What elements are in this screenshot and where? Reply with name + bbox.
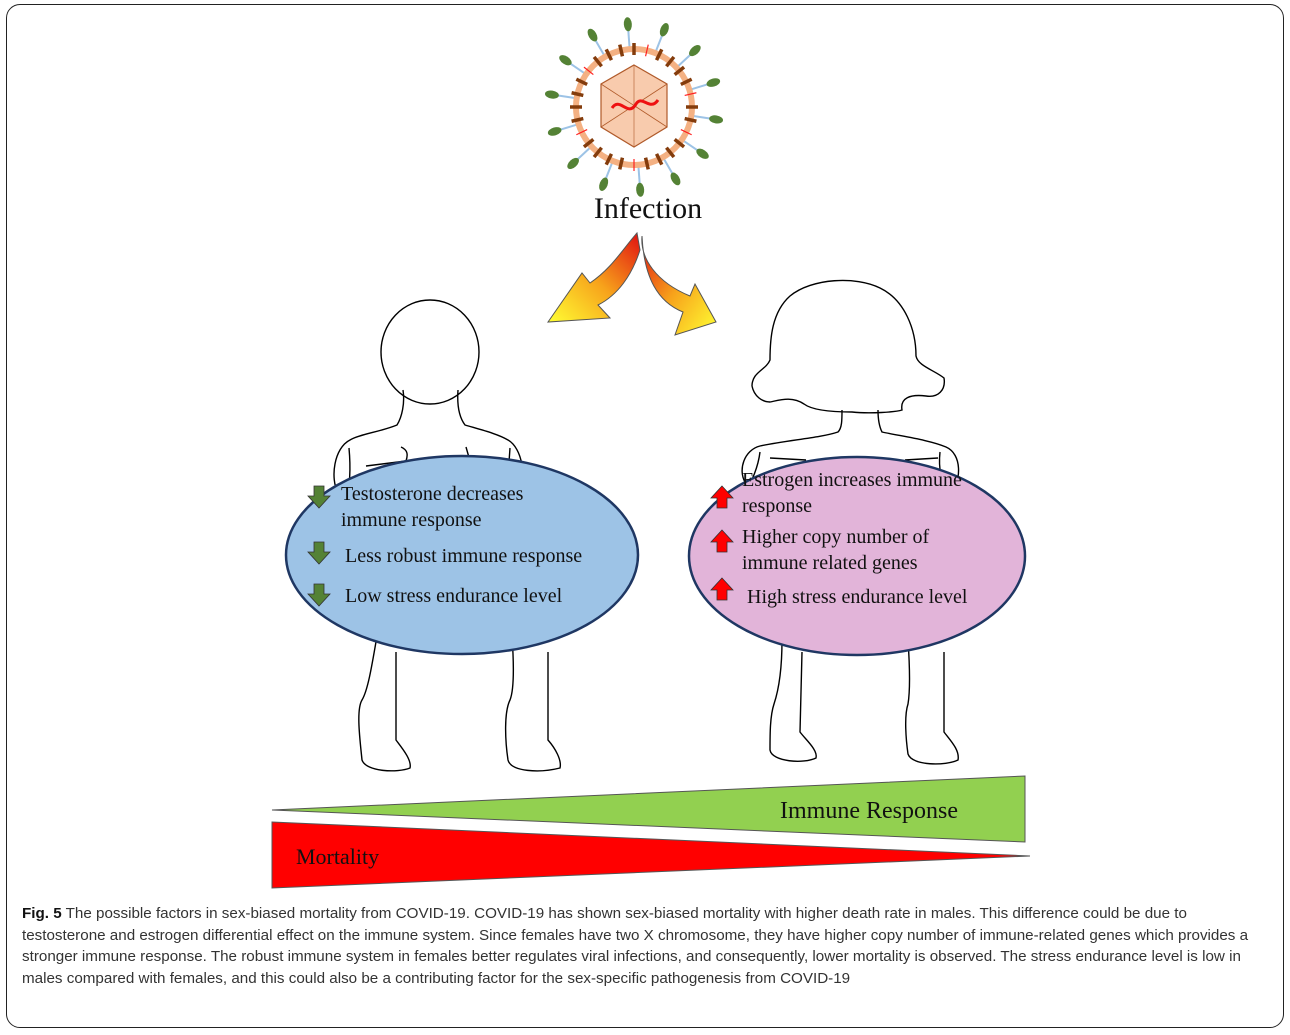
down-arrow-icon: [307, 583, 331, 607]
mortality-wedge: [271, 821, 1031, 889]
virus-envelope-tick: [643, 157, 650, 170]
virus-spike: [547, 123, 577, 136]
factor-item: High stress endurance level: [710, 577, 968, 608]
factor-item: Testosterone decreases immune response: [307, 483, 524, 531]
figure-caption: Fig. 5 The possible factors in sex-biase…: [22, 903, 1270, 989]
virus-envelope-tick: [576, 129, 588, 136]
factor-item: Estrogen increases immune response: [710, 469, 962, 517]
virus-envelope-tick: [618, 44, 625, 57]
virus-spike: [559, 55, 586, 75]
immune-response-wedge: [271, 775, 1026, 843]
virus-envelope-tick: [654, 153, 664, 166]
right-curved-arrow-icon: [641, 235, 717, 336]
virus-envelope-tick: [684, 116, 697, 123]
virus-spike: [677, 44, 701, 67]
virus-spike: [691, 78, 721, 91]
left-curved-arrow-icon: [546, 231, 641, 323]
virus-envelope-tick: [673, 65, 686, 76]
factor-item: Low stress endurance level: [307, 583, 563, 607]
virus-envelope-tick: [583, 66, 594, 76]
down-arrow-icon: [307, 541, 331, 565]
virus-spike: [567, 147, 591, 170]
caption-label: Fig. 5: [22, 905, 62, 922]
mortality-label: Mortality: [296, 844, 379, 869]
down-arrow-icon: [307, 485, 331, 509]
virus-envelope-tick: [680, 77, 693, 87]
virus-envelope-tick: [684, 92, 697, 97]
virus-envelope-tick: [571, 91, 584, 98]
virus-envelope-tick: [592, 146, 603, 159]
virus-envelope-tick: [571, 116, 584, 123]
factor-text: immune response: [341, 509, 482, 531]
up-arrow-icon: [710, 485, 734, 509]
female-factors-list: Estrogen increases immune responseHigher …: [710, 469, 968, 608]
virus-envelope-tick: [592, 55, 603, 68]
immune-response-label: Immune Response: [780, 798, 958, 824]
factor-text: Testosterone decreases: [341, 483, 524, 505]
virus-spike: [693, 114, 724, 124]
virus-spike: [599, 162, 613, 191]
female-figure: [741, 279, 960, 765]
male-factors-panel: Testosterone decreases immune responseLes…: [284, 454, 640, 656]
factor-text: immune related genes: [742, 552, 918, 574]
virus-envelope-tick: [604, 48, 614, 61]
virus-envelope-tick: [644, 44, 649, 57]
virus-spike: [655, 23, 669, 52]
infection-label: Infection: [594, 192, 702, 225]
virus-envelope-tick: [582, 138, 595, 149]
virus-envelope-tick: [665, 55, 676, 68]
virus-envelope-proteins: [570, 43, 698, 171]
figure-frame: [6, 4, 1284, 1028]
up-arrow-icon: [710, 529, 734, 553]
caption-text: The possible factors in sex-biased morta…: [22, 905, 1249, 987]
virus-envelope-tick: [575, 77, 588, 87]
virus-envelope-tick: [665, 146, 676, 159]
factor-text: Higher copy number of: [742, 526, 930, 548]
male-factors-list: Testosterone decreases immune responseLes…: [307, 483, 582, 607]
factor-text: Low stress endurance level: [345, 585, 563, 607]
factor-text: Less robust immune response: [345, 545, 582, 567]
virus-spikes: [544, 17, 724, 197]
virus-spike: [587, 28, 605, 56]
virus-spike: [623, 17, 632, 48]
factor-text: response: [742, 495, 812, 517]
virus-envelope-tick: [618, 157, 625, 170]
virus-spike: [663, 158, 681, 186]
virus-envelope-tick: [673, 138, 686, 149]
virus-envelope-tick: [654, 48, 664, 61]
diagram: Infection Testosterone decreases immune r…: [271, 17, 1031, 889]
virus-envelope-tick: [680, 129, 692, 136]
virus-icon: [544, 17, 724, 197]
factor-text: Estrogen increases immune: [742, 469, 962, 491]
factor-text: High stress endurance level: [747, 586, 968, 608]
virus-spike: [682, 139, 709, 159]
virus-spike: [636, 166, 645, 197]
virus-envelope-tick: [604, 153, 614, 166]
factor-item: Higher copy number of immune related gene…: [710, 526, 930, 574]
virus-spike: [544, 90, 575, 100]
up-arrow-icon: [710, 577, 734, 601]
factor-item: Less robust immune response: [307, 541, 582, 567]
female-factors-panel: Estrogen increases immune responseHigher …: [687, 455, 1027, 657]
